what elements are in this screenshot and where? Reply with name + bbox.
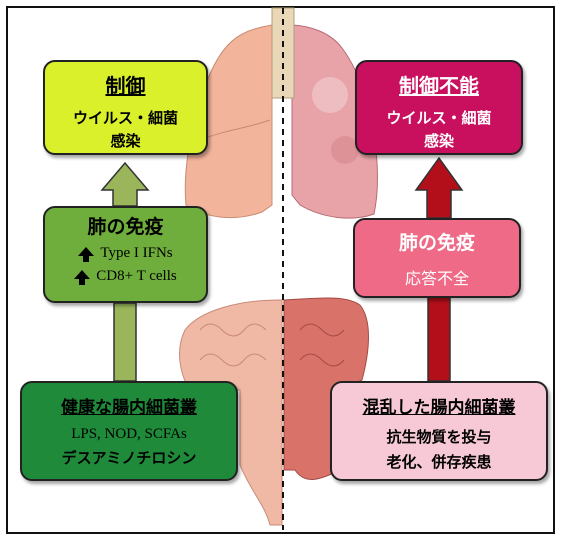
- left-control-title: 制御: [105, 74, 146, 98]
- right-upper-arrow: [414, 156, 464, 219]
- right-lung-immunity-box: 肺の免疫 応答不全: [353, 218, 521, 298]
- right-control-title: 制御不能: [399, 74, 479, 98]
- right-gut-box: 混乱した腸内細菌叢 抗生物質を投与 老化、併存疾患: [330, 381, 548, 481]
- right-control-box: 制御不能 ウイルス・細菌 感染: [355, 60, 523, 155]
- left-lung-immunity-item-2-text: CD8+ T cells: [96, 268, 177, 284]
- right-control-line1: ウイルス・細菌: [386, 109, 492, 127]
- right-lung-immunity-title: 肺の免疫: [398, 232, 475, 254]
- left-control-line1: ウイルス・細菌: [72, 109, 178, 127]
- increase-arrow-icon: [74, 270, 91, 285]
- intestine-fold: [199, 353, 267, 367]
- left-lower-arrow: [113, 302, 137, 382]
- left-lung-immunity-item-1-text: Type I IFNs: [100, 245, 173, 261]
- left-control-box: 制御 ウイルス・細菌 感染: [43, 60, 208, 155]
- intestine-fold: [199, 323, 267, 337]
- left-upper-arrow: [100, 161, 150, 207]
- left-control-line2: 感染: [110, 132, 141, 150]
- right-gut-line1: 抗生物質を投与: [386, 428, 492, 446]
- diseased-intestine-illustration: [283, 297, 369, 480]
- right-gut-line2: 老化、併存疾患: [386, 453, 492, 471]
- increase-arrow-icon: [78, 247, 95, 262]
- left-lung-immunity-item-1: Type I IFNs: [45, 245, 206, 262]
- lung-texture-spot: [312, 77, 348, 113]
- right-lung-immunity-line1: 応答不全: [404, 269, 469, 288]
- intestine-fold: [299, 353, 345, 367]
- left-gut-line2: デスアミノチロシン: [61, 449, 197, 467]
- left-lung-immunity-box: 肺の免疫 Type I IFNs CD8+ T cells: [43, 206, 208, 303]
- healthy-intestine-illustration: [179, 299, 283, 526]
- right-lower-arrow: [427, 296, 451, 382]
- left-lung-immunity-title: 肺の免疫: [87, 216, 164, 238]
- intestine-fold: [299, 323, 345, 337]
- right-gut-title: 混乱した腸内細菌叢: [362, 398, 516, 418]
- left-gut-box: 健康な腸内細菌叢 LPS, NOD, SCFAs デスアミノチロシン: [20, 381, 238, 481]
- left-gut-title: 健康な腸内細菌叢: [61, 398, 197, 418]
- right-control-line2: 感染: [423, 132, 454, 150]
- left-lung-immunity-item-2: CD8+ T cells: [45, 268, 206, 285]
- lung-texture-spot: [331, 136, 359, 164]
- left-gut-line1: LPS, NOD, SCFAs: [71, 426, 187, 442]
